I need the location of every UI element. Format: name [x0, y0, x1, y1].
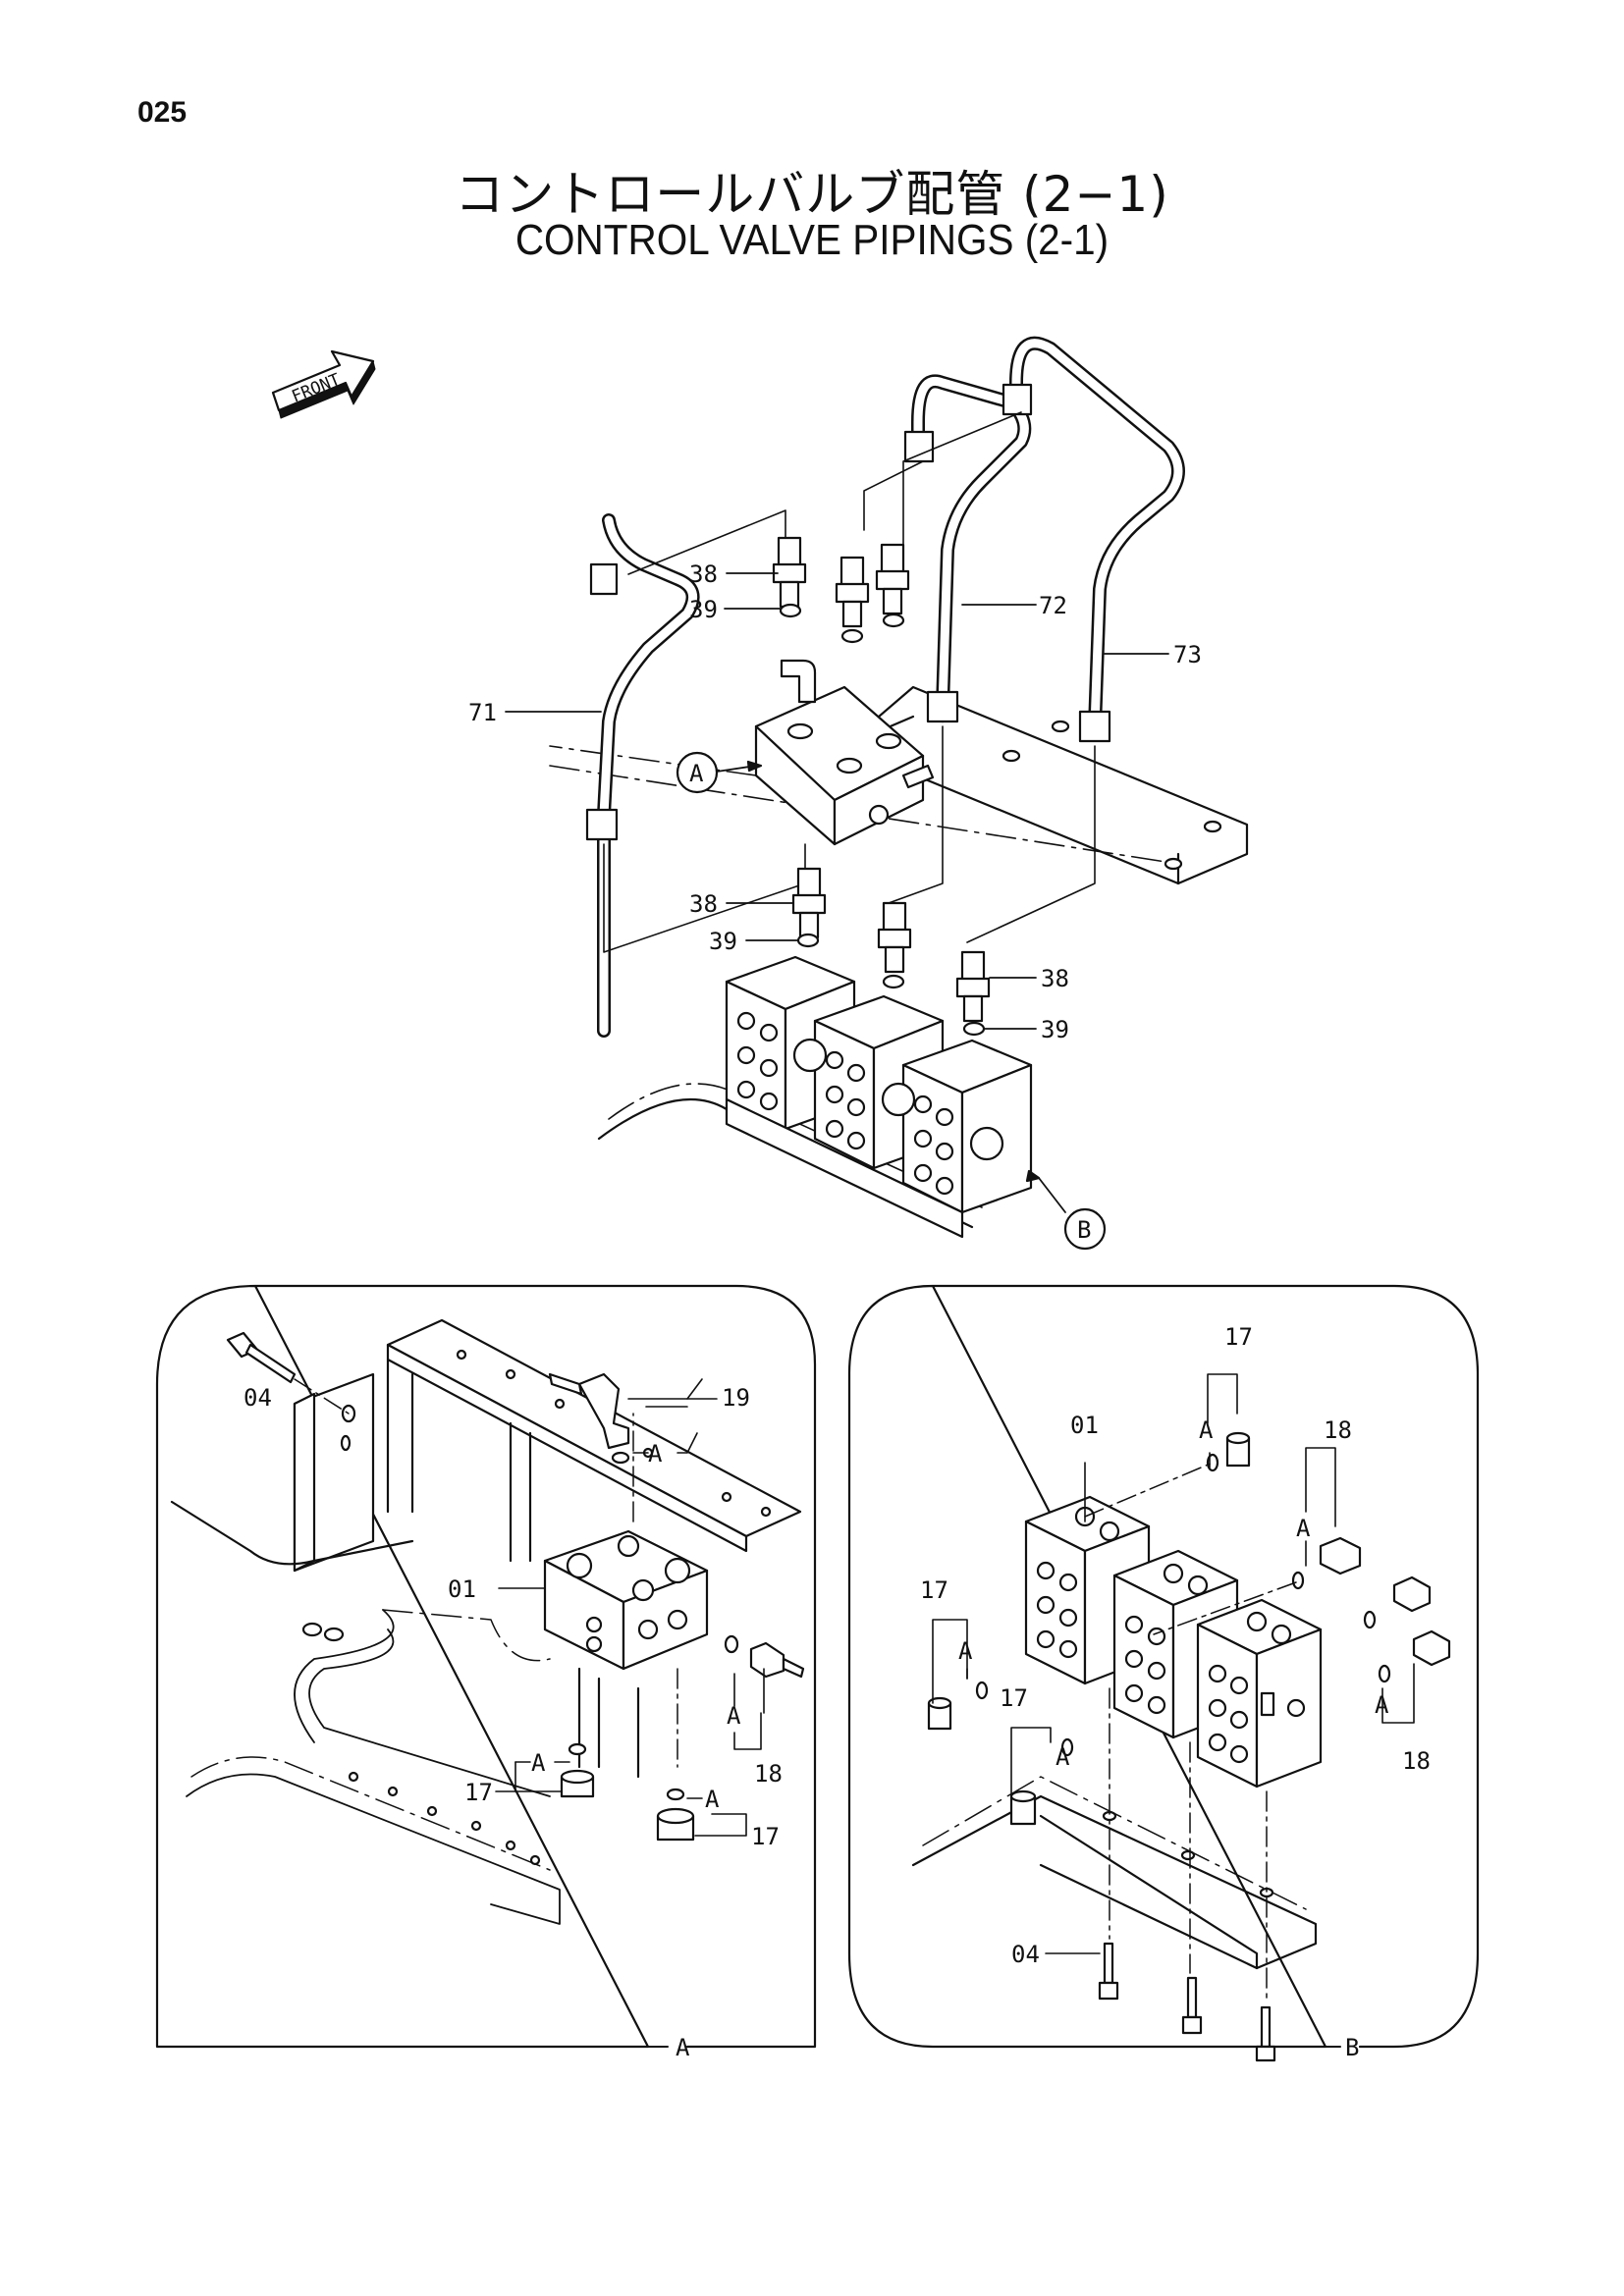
- detail-b-callout-01: 01: [1070, 1412, 1099, 1439]
- svg-text:A: A: [648, 1440, 663, 1468]
- detail-b-callout-17-left: 17: [920, 1576, 948, 1604]
- callout-38-top: 38: [689, 561, 718, 588]
- callout-39-right: 39: [1041, 1016, 1069, 1043]
- callout-73: 73: [1173, 641, 1202, 668]
- plugs-17: [560, 1742, 695, 1842]
- detail-b-callout-17-mid: 17: [1000, 1684, 1028, 1712]
- elbow-19: [548, 1372, 630, 1465]
- detail-b-connectors-18: [1291, 1536, 1451, 1683]
- connector-18: [724, 1634, 805, 1679]
- svg-text:A: A: [958, 1637, 973, 1665]
- svg-text:A: A: [689, 760, 704, 787]
- callout-38-right: 38: [1041, 965, 1069, 992]
- callout-39-top: 39: [689, 596, 718, 623]
- ref-circle-a: A: [676, 751, 719, 794]
- pipe-72: [903, 374, 1032, 723]
- svg-text:A: A: [705, 1786, 720, 1813]
- detail-b-callout-18-right: 18: [1402, 1747, 1431, 1775]
- detail-panel-a: A: [155, 1284, 817, 2061]
- title-english: CONTROL VALVE PIPINGS (2-1): [514, 216, 1110, 264]
- callout-72: 72: [1039, 592, 1067, 619]
- svg-text:A: A: [1199, 1416, 1214, 1444]
- detail-a-callout-18: 18: [754, 1760, 783, 1788]
- svg-text:A: A: [1056, 1743, 1070, 1771]
- page-number: 025: [137, 96, 188, 129]
- control-valve-stack: [725, 955, 1033, 1239]
- ref-circle-b: B: [1063, 1207, 1107, 1251]
- main-assembly: A B 71 72 73 38 39 38 39 38 39: [468, 336, 1249, 1251]
- panel-b-label: B: [1345, 2034, 1359, 2061]
- svg-text:A: A: [1375, 1691, 1389, 1719]
- svg-text:A: A: [1296, 1515, 1311, 1542]
- detail-b-callout-17-top: 17: [1224, 1323, 1253, 1351]
- fittings-38: [772, 536, 991, 1023]
- detail-b-bolts-04: [1098, 1942, 1276, 2062]
- detail-a-callout-17-right: 17: [751, 1823, 780, 1850]
- callout-38-mid: 38: [689, 890, 718, 918]
- svg-text:B: B: [1077, 1216, 1091, 1244]
- title-japanese: コントロールバルブ配管 (2−1): [455, 166, 1169, 223]
- detail-a-callout-17-left: 17: [464, 1779, 493, 1806]
- detail-a-callout-04: 04: [244, 1384, 272, 1412]
- detail-b-callout-18-top: 18: [1324, 1416, 1352, 1444]
- callout-71: 71: [468, 699, 497, 726]
- pipe-71: [585, 513, 700, 1038]
- detail-b-callout-04: 04: [1011, 1941, 1040, 1968]
- pipe-73: [1001, 336, 1185, 743]
- svg-text:A: A: [727, 1702, 741, 1730]
- svg-text:A: A: [531, 1749, 546, 1777]
- bolt-04: [226, 1331, 350, 1415]
- front-arrow-icon: FRONT: [271, 349, 376, 419]
- detail-a-callout-19: 19: [722, 1384, 750, 1412]
- detail-a-callout-01: 01: [448, 1575, 476, 1603]
- panel-a-label: A: [676, 2034, 690, 2061]
- callout-39-mid: 39: [709, 928, 737, 955]
- detail-panel-b: B: [847, 1284, 1480, 2062]
